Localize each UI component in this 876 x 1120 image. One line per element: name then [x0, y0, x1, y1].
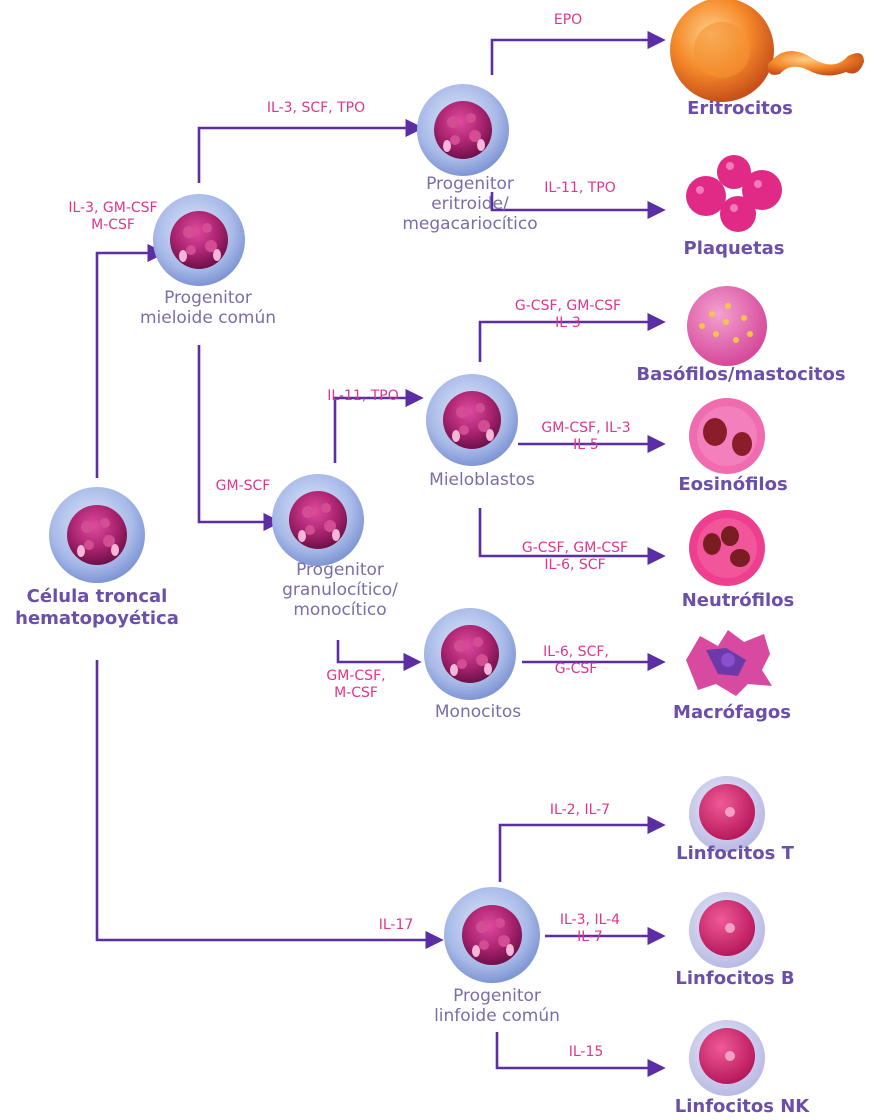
t-cells-label: Linfocitos T: [676, 843, 794, 865]
factor-granmono-to-myeloblast: IL-11, TPO: [327, 388, 398, 405]
stem-cell-label: Célula troncal hematopoyética: [15, 586, 179, 630]
factor-monocyte-to-macrophages: IL-6, SCF, G-CSF: [543, 644, 609, 678]
factor-myeloid-to-ery: IL-3, SCF, TPO: [267, 100, 365, 117]
factor-stem-to-myeloid: IL-3, GM-CSF M-CSF: [68, 200, 157, 234]
arrow-lymphoid-to-t: [500, 825, 662, 882]
nk-cells-label: Linfocitos NK: [675, 1096, 809, 1118]
arrow-myeloid-to-granmono: [199, 345, 278, 522]
factor-myeloblast-to-neutrophils: G-CSF, GM-CSF IL-6, SCF: [522, 540, 628, 574]
stem-cell-icon: [49, 487, 145, 583]
factor-granmono-to-monocyte: GM-CSF, M-CSF: [326, 668, 385, 702]
b-lymphocyte-icon: [689, 892, 765, 968]
factor-ery-to-platelets: IL-11, TPO: [544, 180, 615, 197]
b-cells-label: Linfocitos B: [675, 968, 794, 990]
arrow-stem-to-myeloid: [97, 253, 162, 478]
myeloblast-label: Mieloblastos: [429, 470, 535, 490]
macrophage-icon: [686, 630, 772, 696]
basophil-icon: [687, 286, 767, 366]
arrow-myeloid-to-ery: [199, 128, 420, 183]
factor-myeloblast-to-basophils: G-CSF, GM-CSF IL-3: [515, 298, 621, 332]
factor-lymphoid-to-t: IL-2, IL-7: [550, 802, 610, 819]
erythrocytes-label: Eritrocitos: [687, 98, 793, 120]
eosinophil-icon: [689, 398, 765, 474]
ery-mega-progenitor-icon: [417, 84, 509, 176]
myeloblast-icon: [426, 374, 518, 466]
monocyte-label: Monocitos: [435, 702, 521, 722]
neutrophils-label: Neutrófilos: [682, 590, 795, 612]
factor-ery-to-erythrocytes: EPO: [554, 12, 582, 29]
neutrophil-icon: [689, 510, 765, 586]
basophils-label: Basófilos/mastocitos: [636, 364, 845, 386]
factor-myeloid-to-granmono: GM-SCF: [216, 478, 271, 495]
factor-lymphoid-to-b: IL-3, IL-4 IL-7: [560, 912, 620, 946]
erythrocyte-icon: [670, 0, 864, 102]
factor-myeloblast-to-eosinophils: GM-CSF, IL-3 IL-5: [541, 420, 630, 454]
gran-mono-progenitor-label: Progenitor granulocítico/ monocítico: [282, 560, 398, 620]
ery-mega-progenitor-label: Progenitor eritroide/ megacariocítico: [402, 174, 537, 234]
factor-lymphoid-to-nk: IL-15: [569, 1044, 604, 1061]
lymphoid-progenitor-label: Progenitor linfoide común: [434, 986, 560, 1026]
factor-stem-to-lymphoid: IL-17: [379, 917, 414, 934]
monocyte-icon: [424, 608, 516, 700]
myeloid-progenitor-label: Progenitor mieloide común: [140, 288, 276, 328]
macrophages-label: Macrófagos: [673, 702, 791, 724]
gran-mono-progenitor-icon: [272, 474, 364, 566]
lymphoid-progenitor-icon: [444, 887, 540, 983]
platelets-label: Plaquetas: [684, 238, 785, 260]
arrow-granmono-to-monocyte: [338, 640, 418, 662]
arrow-stem-to-lymphoid: [97, 660, 440, 940]
eosinophils-label: Eosinófilos: [678, 474, 787, 496]
t-lymphocyte-icon: [689, 776, 765, 852]
arrow-ery-to-erythrocytes: [492, 40, 662, 75]
myeloid-progenitor-icon: [153, 194, 245, 286]
arrow-granmono-to-myeloblast: [335, 398, 420, 463]
nk-lymphocyte-icon: [689, 1020, 765, 1096]
platelets-icon: [686, 155, 782, 232]
